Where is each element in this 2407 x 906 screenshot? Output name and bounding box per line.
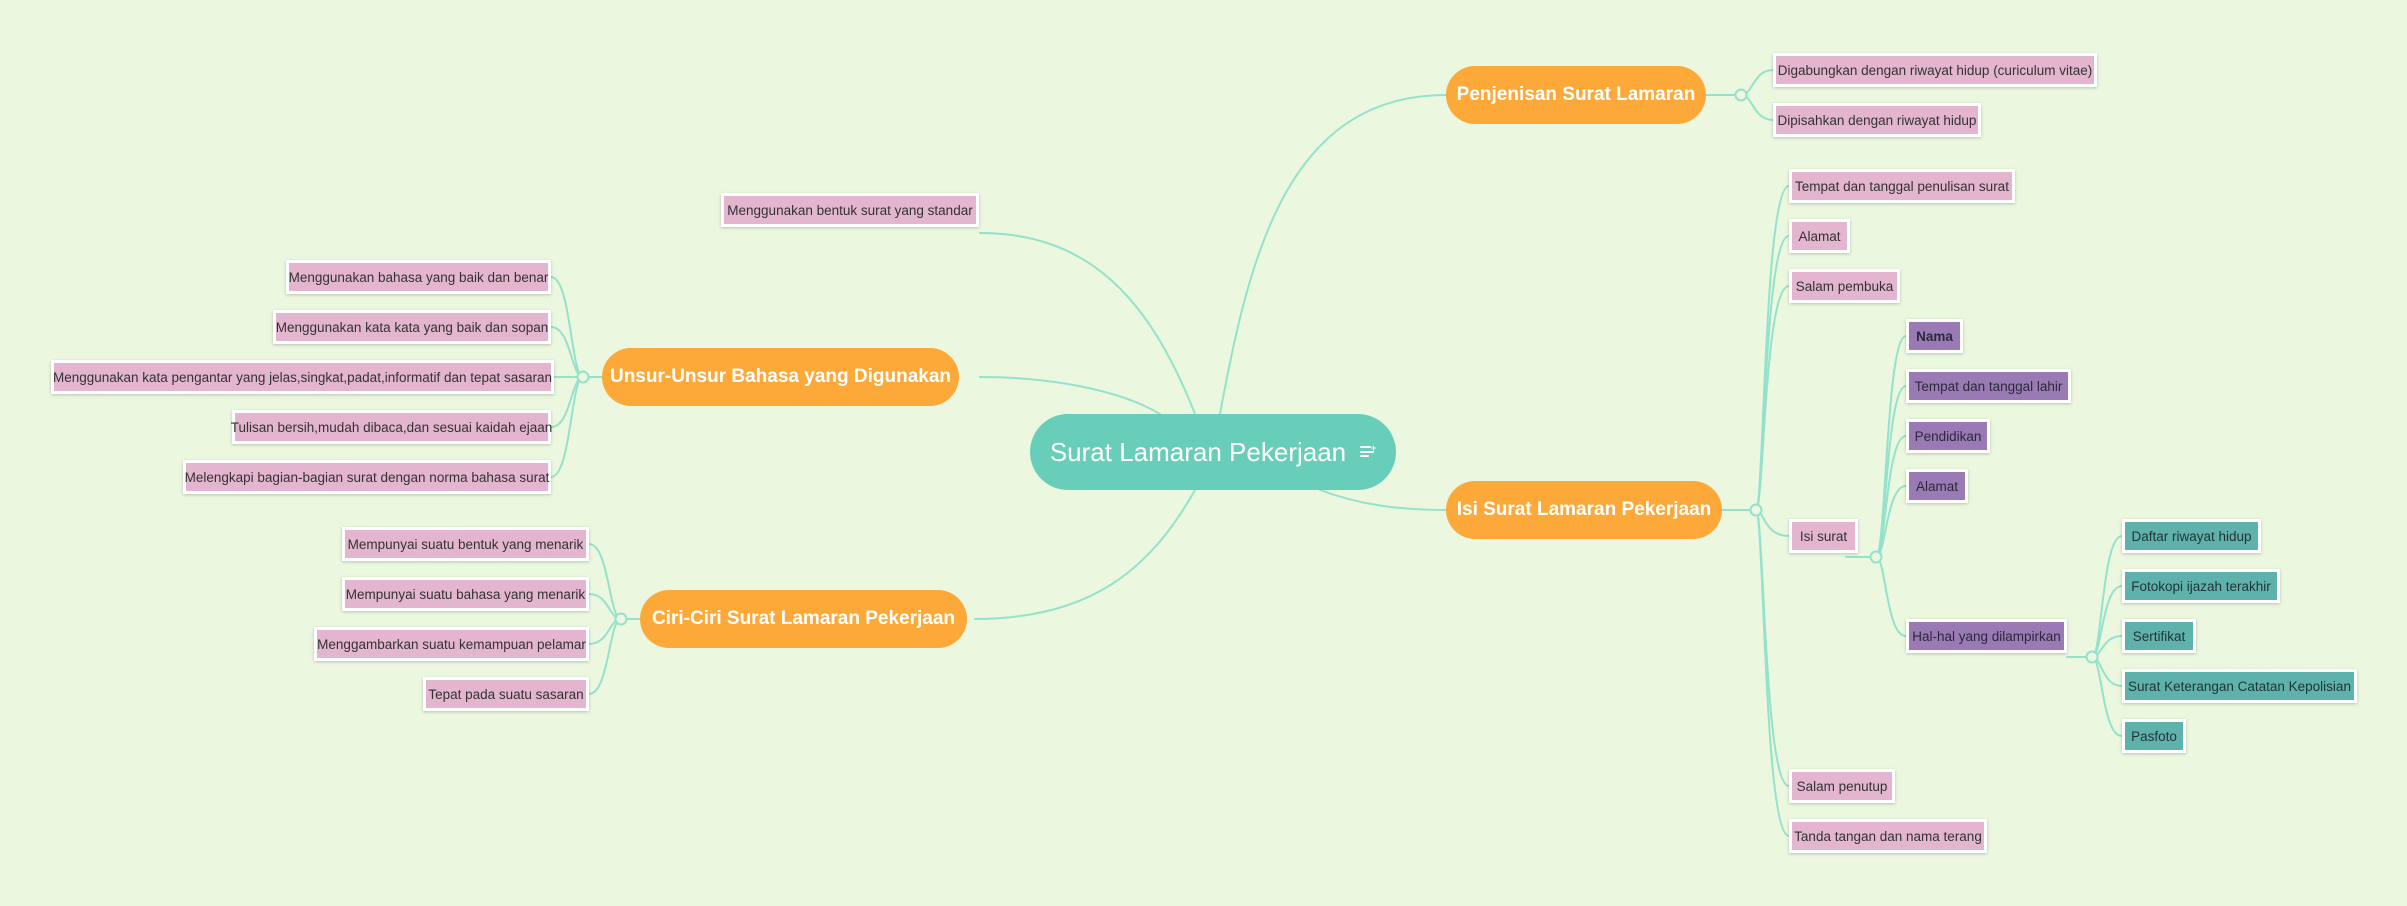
leaf-pendidikan[interactable]: Pendidikan: [1906, 419, 1990, 453]
unsur-junction: [576, 370, 590, 384]
leaf-tempat-tanggal-lahir[interactable]: Tempat dan tanggal lahir: [1906, 369, 2071, 403]
isi-junction: [1749, 503, 1763, 517]
leaf-jenis-dipisahkan[interactable]: Dipisahkan dengan riwayat hidup: [1773, 103, 1981, 137]
leaf-isi-surat[interactable]: Isi surat: [1789, 519, 1858, 553]
leaf-ciri-2[interactable]: Mempunyai suatu bahasa yang menarik: [342, 577, 589, 611]
leaf-alamat-isi[interactable]: Alamat: [1906, 469, 1968, 503]
leaf-skck[interactable]: Surat Keterangan Catatan Kepolisian: [2122, 669, 2357, 703]
link-root-unsur: [979, 376, 1161, 415]
branch-penjenisan[interactable]: Penjenisan Surat Lamaran: [1446, 66, 1706, 124]
leaf-jenis-digabungkan[interactable]: Digabungkan dengan riwayat hidup (curicu…: [1773, 53, 2097, 87]
leaf-unsur-5[interactable]: Melengkapi bagian-bagian surat dengan no…: [183, 460, 551, 494]
isisurat-junction: [1869, 550, 1883, 564]
ciri-junction: [614, 612, 628, 626]
leaf-isi-salam-pembuka[interactable]: Salam pembuka: [1789, 269, 1900, 303]
notes-icon[interactable]: +: [1360, 444, 1376, 459]
leaf-ciri-1[interactable]: Mempunyai suatu bentuk yang menarik: [342, 527, 589, 561]
leaf-bentuk-standar[interactable]: Menggunakan bentuk surat yang standar: [721, 193, 979, 227]
leaf-pasfoto[interactable]: Pasfoto: [2122, 719, 2186, 753]
leaf-hal-dilampirkan[interactable]: Hal-hal yang dilampirkan: [1906, 619, 2067, 653]
branch-unsur-bahasa[interactable]: Unsur-Unsur Bahasa yang Digunakan: [602, 348, 959, 406]
leaf-nama[interactable]: Nama: [1906, 319, 1963, 353]
lampiran-junction: [2085, 650, 2099, 664]
leaf-fotokopi-ijazah[interactable]: Fotokopi ijazah terakhir: [2122, 569, 2280, 603]
leaf-sertifikat[interactable]: Sertifikat: [2122, 619, 2196, 653]
link-root-ciri: [974, 489, 1196, 620]
leaf-unsur-2[interactable]: Menggunakan kata kata yang baik dan sopa…: [273, 310, 551, 344]
link-root-bentuk: [979, 232, 1196, 415]
branch-isi-surat-lamaran[interactable]: Isi Surat Lamaran Pekerjaan: [1446, 481, 1722, 539]
leaf-isi-tanda-tangan[interactable]: Tanda tangan dan nama terang: [1789, 819, 1987, 853]
leaf-unsur-3[interactable]: Menggunakan kata pengantar yang jelas,si…: [51, 360, 554, 394]
leaf-ciri-3[interactable]: Menggambarkan suatu kemampuan pelamar: [314, 627, 589, 661]
link-root-jenis: [1219, 94, 1447, 415]
leaf-unsur-1[interactable]: Menggunakan bahasa yang baik dan benar: [286, 260, 551, 294]
branch-ciri-ciri[interactable]: Ciri-Ciri Surat Lamaran Pekerjaan: [640, 590, 967, 648]
jenis-junction: [1734, 88, 1748, 102]
leaf-isi-alamat[interactable]: Alamat: [1789, 219, 1850, 253]
leaf-ciri-4[interactable]: Tepat pada suatu sasaran: [423, 677, 589, 711]
root-topic[interactable]: Surat Lamaran Pekerjaan +: [1030, 414, 1396, 490]
leaf-isi-tempat-tanggal[interactable]: Tempat dan tanggal penulisan surat: [1789, 169, 2015, 203]
leaf-unsur-4[interactable]: Tulisan bersih,mudah dibaca,dan sesuai k…: [231, 410, 552, 444]
leaf-isi-salam-penutup[interactable]: Salam penutup: [1789, 769, 1895, 803]
root-title: Surat Lamaran Pekerjaan: [1049, 436, 1347, 467]
link-root-isi: [1319, 489, 1447, 511]
leaf-daftar-riwayat[interactable]: Daftar riwayat hidup: [2122, 519, 2261, 553]
